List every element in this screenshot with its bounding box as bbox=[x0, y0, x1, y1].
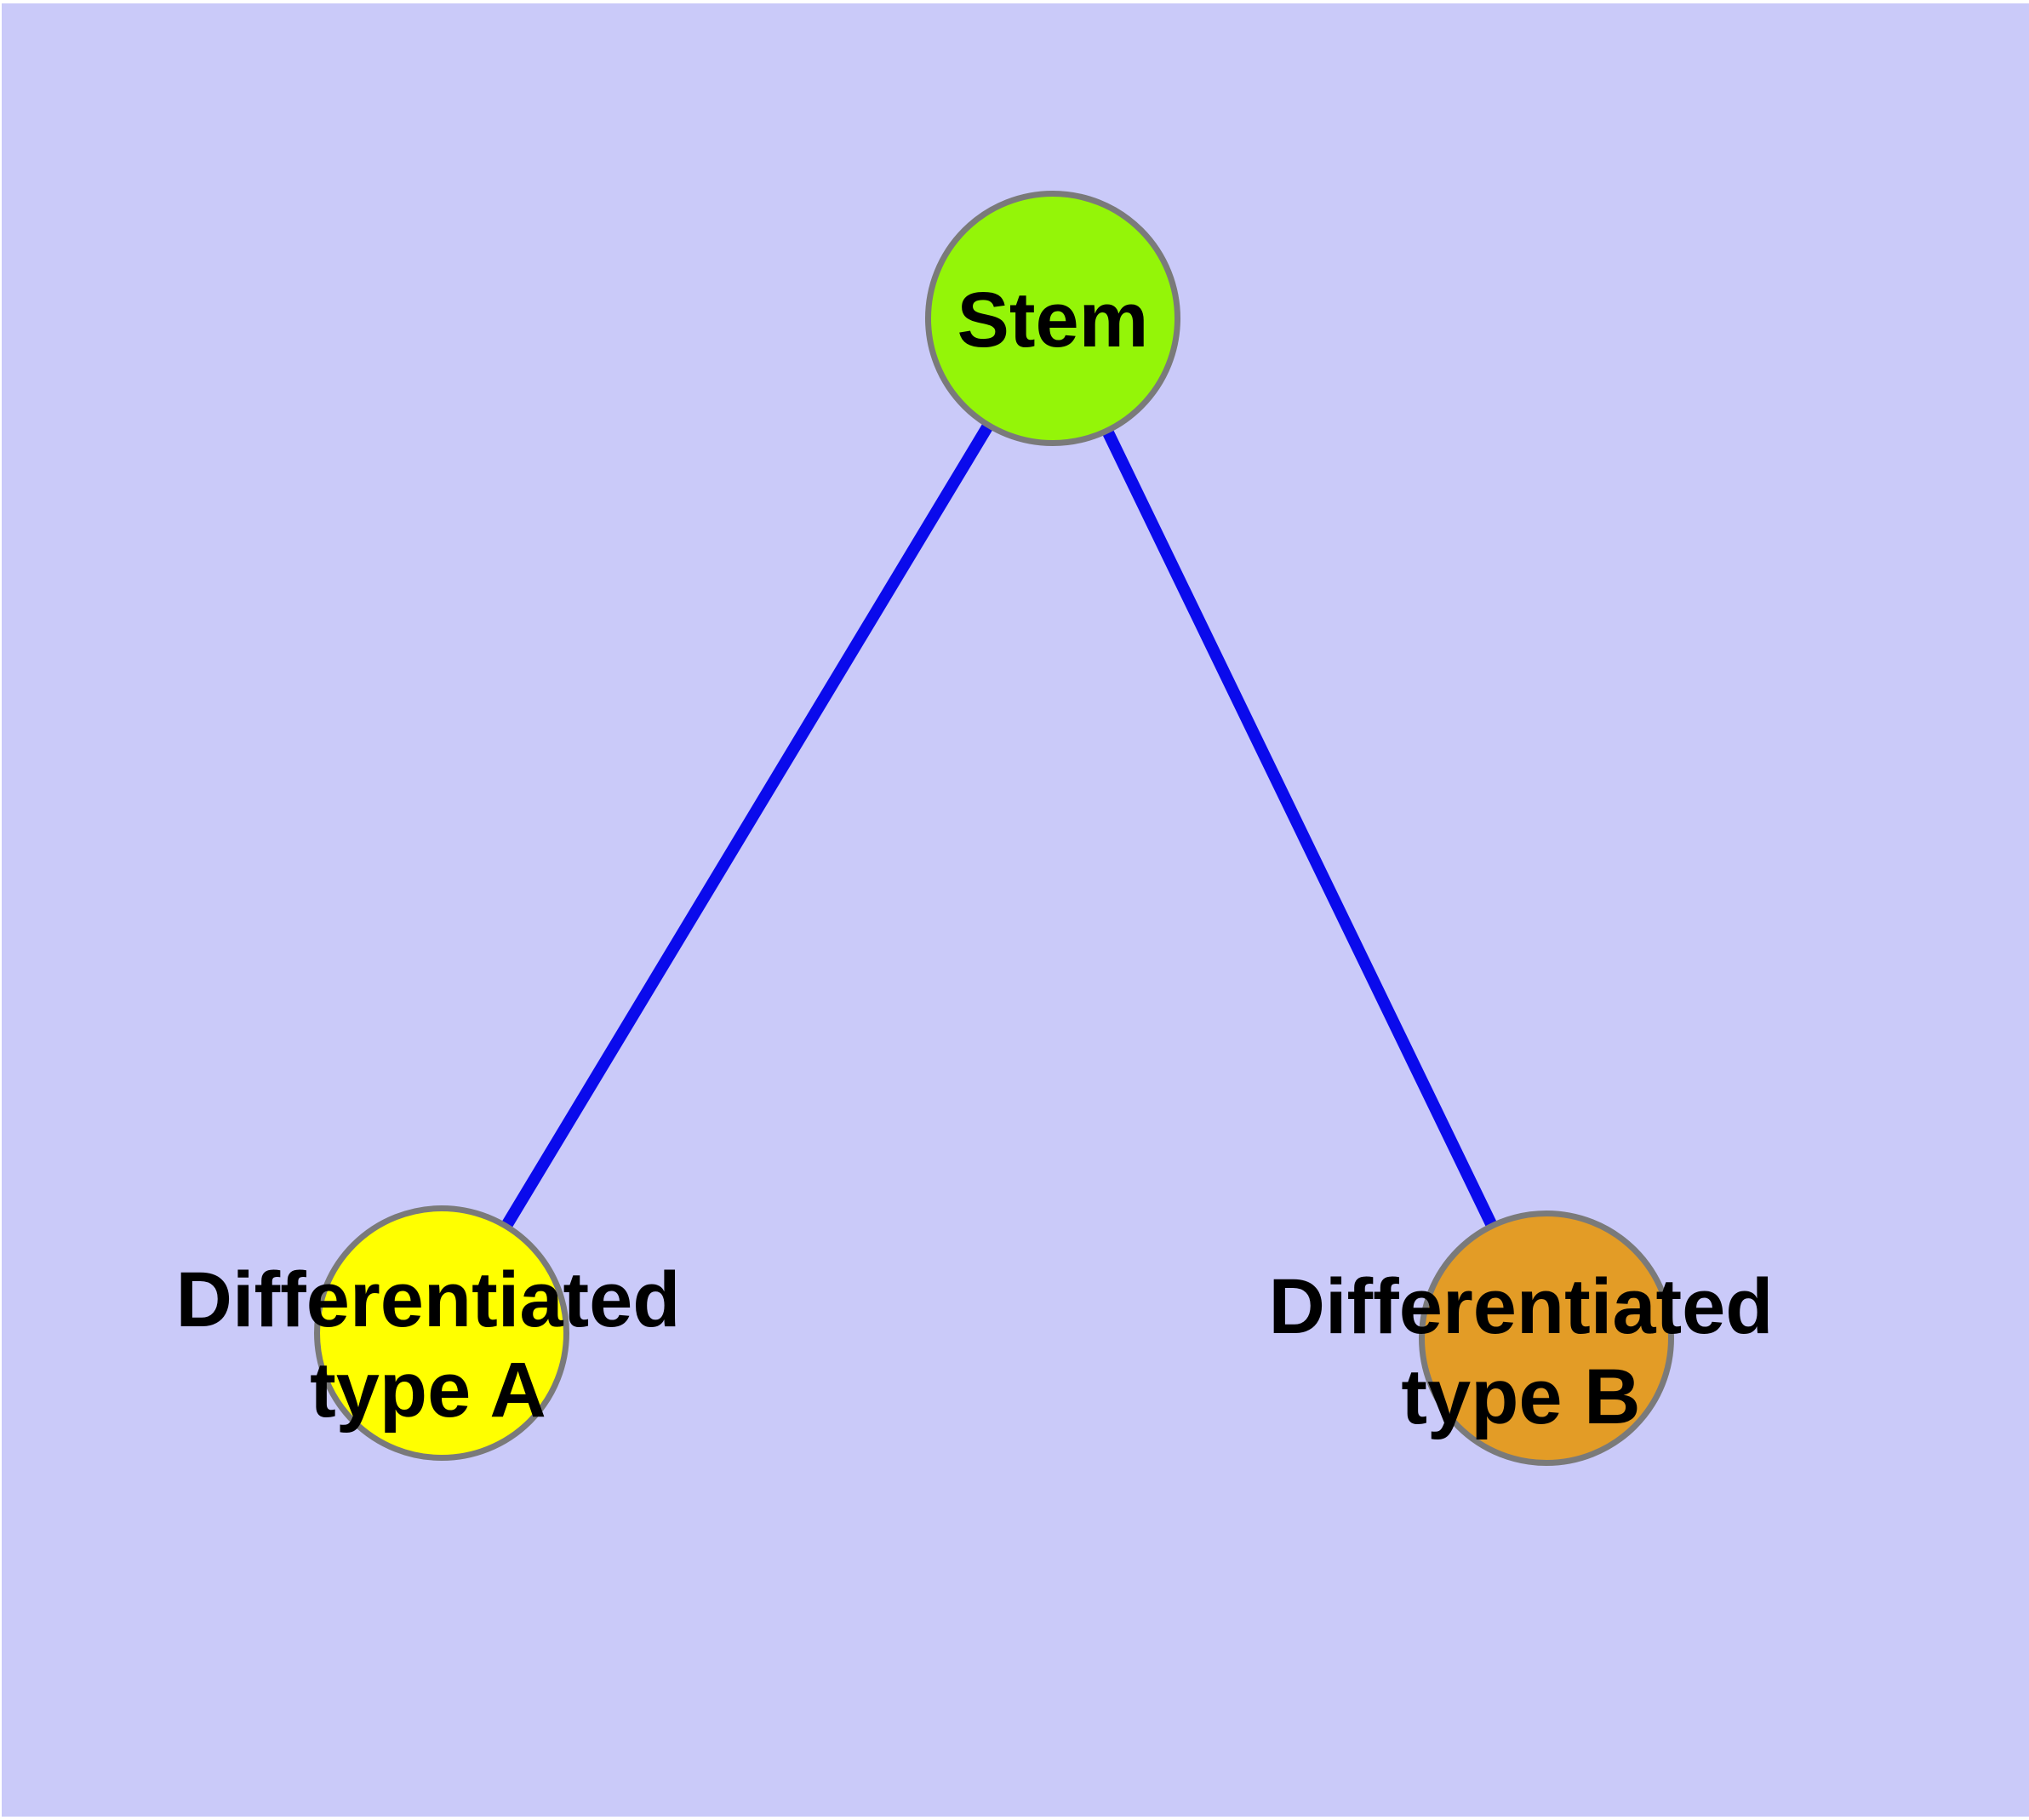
node-stem bbox=[925, 191, 1180, 446]
node-label-stem: Stem bbox=[957, 277, 1149, 363]
node-label-differentiated-type-a: Differentiated type A bbox=[175, 1256, 681, 1434]
node-label-differentiated-type-b: Differentiated type B bbox=[1268, 1263, 1774, 1440]
edge-stem-to-type-a bbox=[437, 315, 1058, 1336]
edge-stem-to-type-b bbox=[1047, 315, 1552, 1342]
node-differentiated-type-b bbox=[1419, 1210, 1674, 1466]
graph-canvas: Stem Differentiated type A Differentiate… bbox=[2, 3, 2029, 1817]
node-differentiated-type-a bbox=[314, 1205, 569, 1461]
